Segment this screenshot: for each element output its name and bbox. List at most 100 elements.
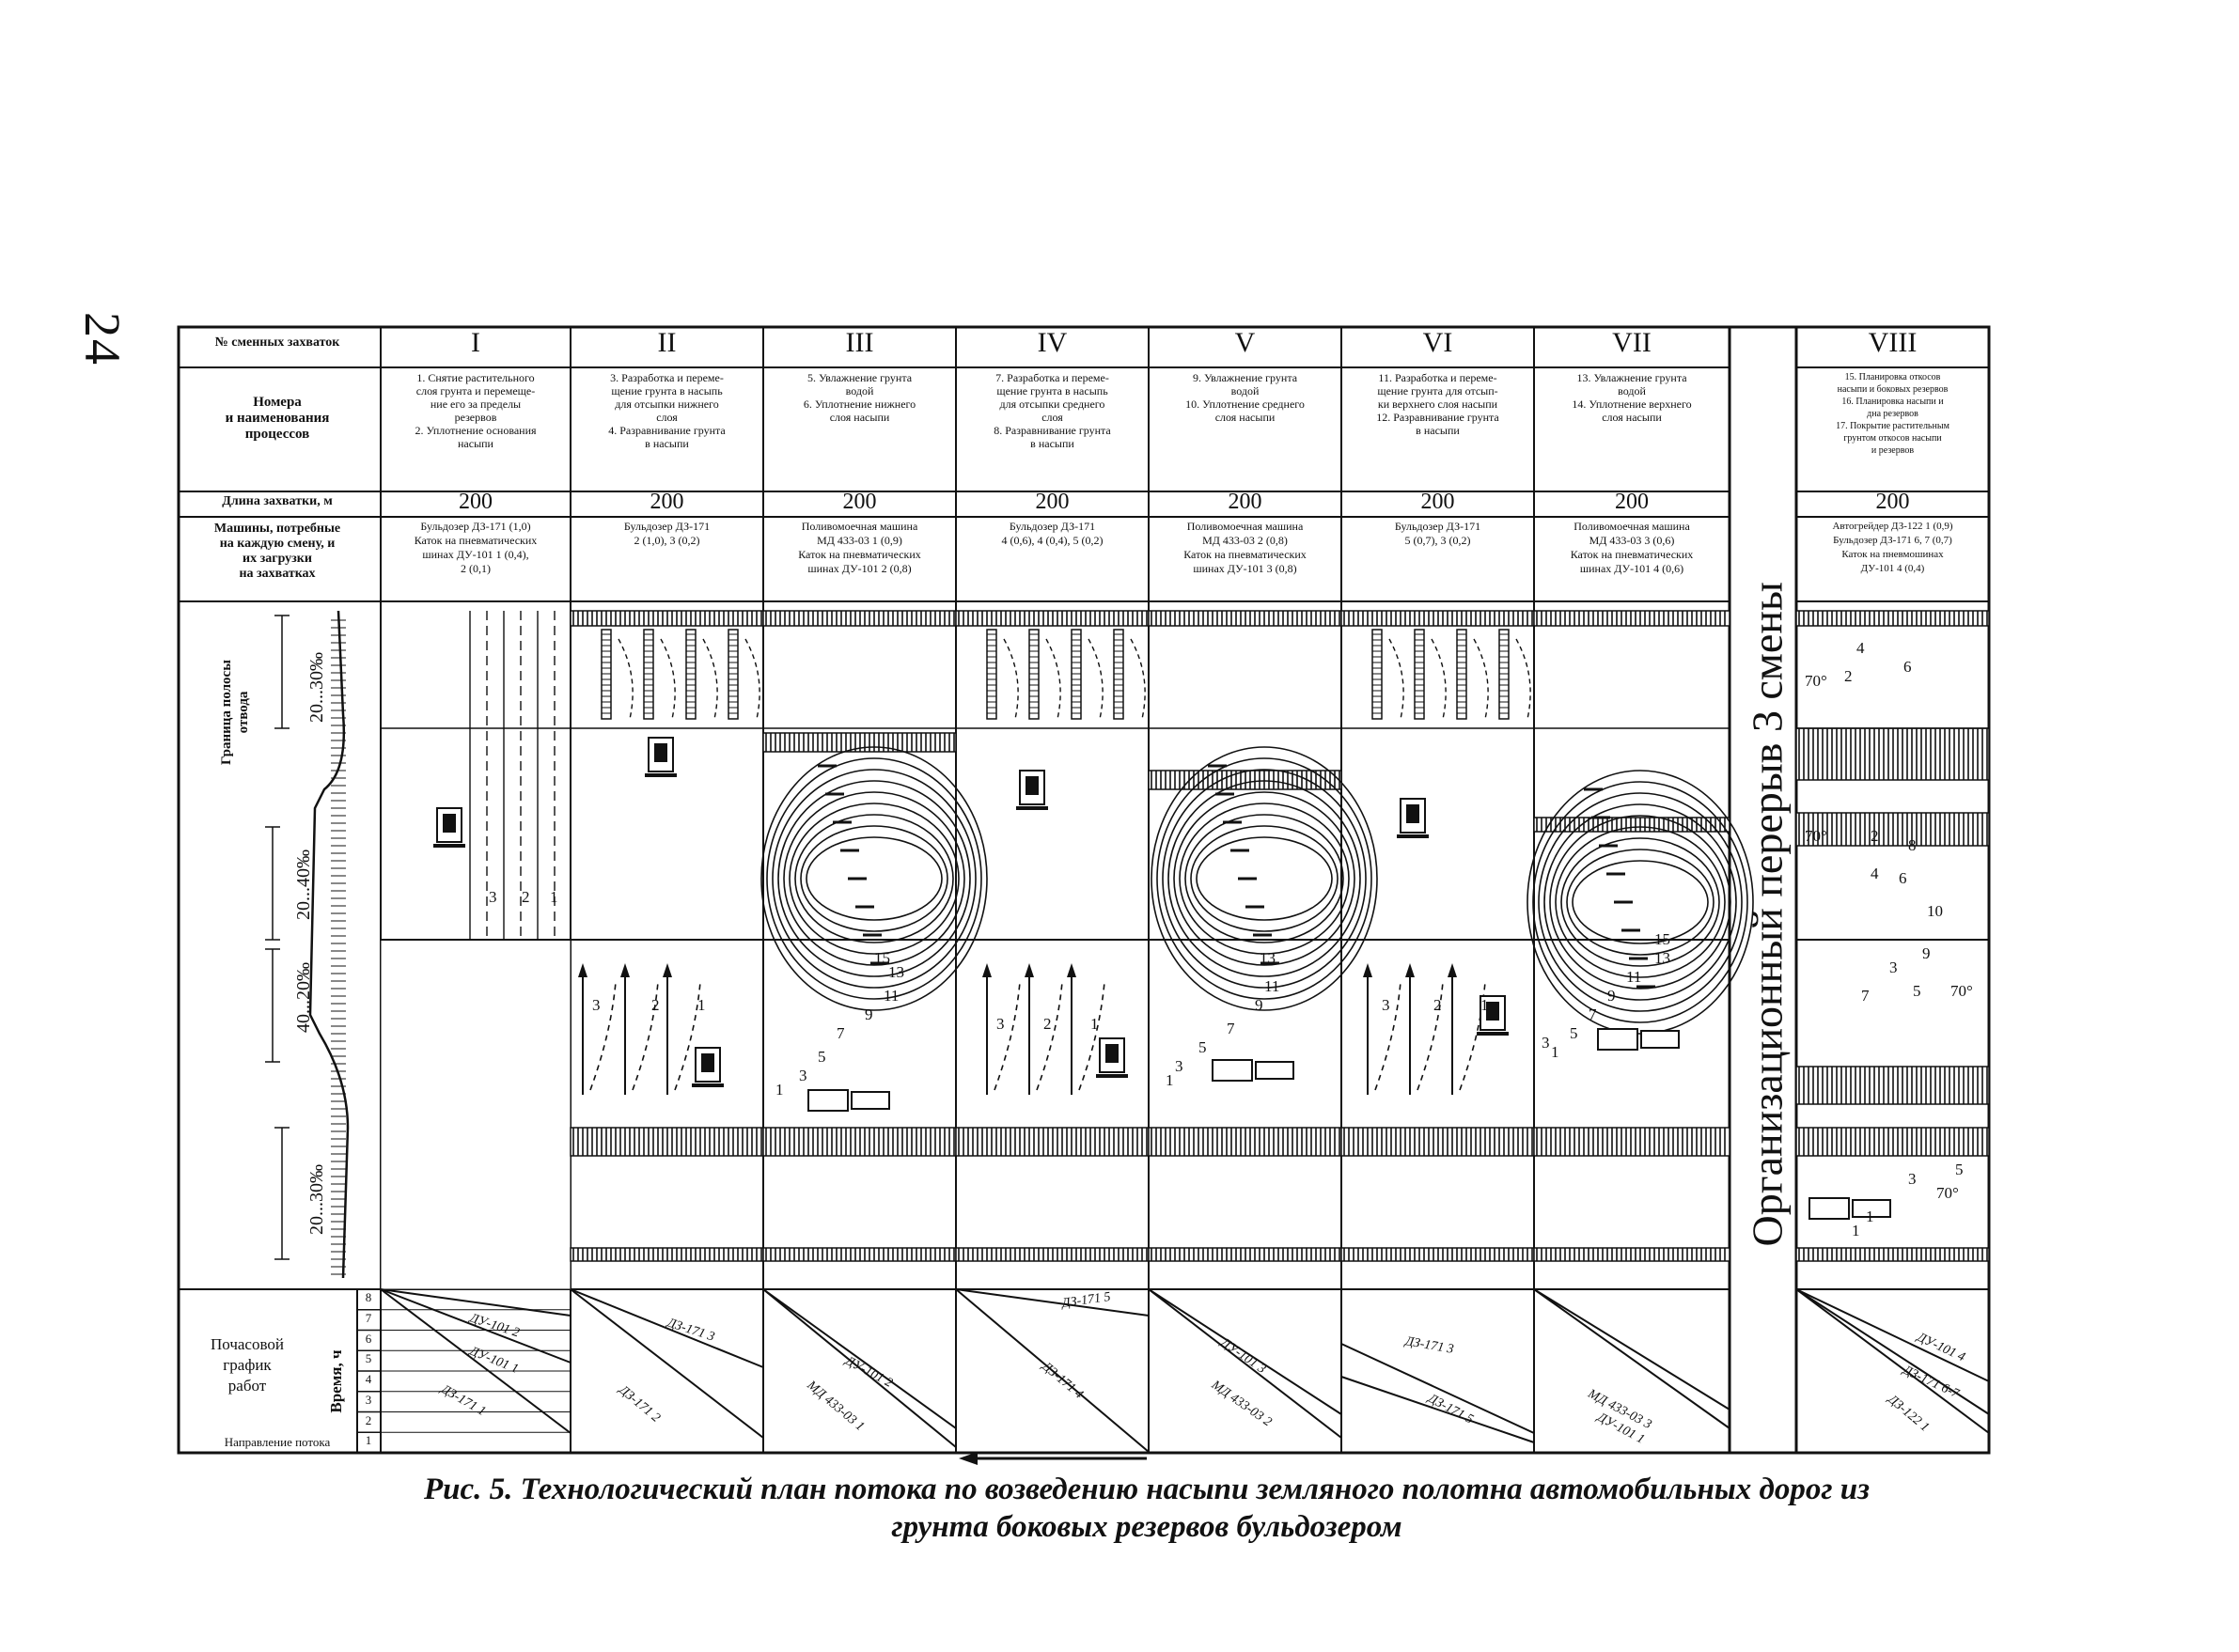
roller-pass-loop-0-3 [777,780,971,977]
schedule-line-2 [380,1288,571,1317]
push-arrowhead-1-0 [982,963,992,977]
bulldozer-symbol-6-cab [1486,1002,1499,1021]
process-number-tag: 3 [489,888,497,906]
caption-line-1: Рис. 5. Технологический план потока по в… [424,1473,1870,1506]
time-axis-label: Время, ч [327,1349,345,1413]
process-number-tag: 2 [1871,827,1879,845]
process-number-tag: 2 [1043,1015,1052,1033]
bottom-reserve-hatch-6 [1533,1127,1730,1157]
watering-truck-symbol-0-roller [851,1091,890,1110]
roller-pass-loop-2-4 [1549,815,1731,990]
flow-arrowhead [959,1452,978,1465]
cut-return-0-1 [660,638,676,720]
return-path-2-2 [1459,981,1486,1091]
roller-pass-loop-1-0 [1151,746,1378,1011]
schedule-line-11 [1340,1343,1535,1434]
roller-pass-loop-0-5 [789,803,960,955]
watering-truck-symbol-0 [807,1089,849,1112]
schedule-line-8 [955,1288,1150,1317]
schedule-line-16 [1795,1288,1990,1415]
schedule-line-10 [1148,1288,1342,1415]
section-number: VI [1422,327,1453,358]
push-arrowhead-0-1 [620,963,630,977]
section-length: 200 [1615,490,1649,514]
schedule-line-0 [380,1288,571,1434]
process-number-tag: 3 [996,1015,1005,1033]
process-number-tag: 1 [1551,1043,1559,1061]
process-number-tag: 15 [1654,930,1670,948]
embankment-hatch-2 [1533,817,1730,833]
cut-return-1-3 [1130,638,1146,720]
process-number-tag: 1 [550,888,558,906]
roller-pass-loop-0-2 [772,769,977,989]
watering-truck-symbol-3 [1808,1197,1850,1220]
section-machines: Бульдозер ДЗ-171 (1,0) Каток на пневмати… [414,520,538,575]
schedule-line-6 [762,1288,957,1429]
process-number-tag: 11 [1264,977,1280,995]
process-number-tag: 9 [1255,996,1263,1014]
section-processes: 11. Разработка и переме- щение грунта дл… [1376,371,1499,437]
watering-truck-symbol-1-roller [1255,1061,1294,1080]
schedule-line-5 [762,1288,957,1448]
return-path-1-0 [994,981,1021,1091]
bulldozer-symbol-0-cab [443,814,456,833]
cut-return-2-3 [1515,638,1531,720]
process-number-tag: 13 [1654,949,1670,967]
schedule-line-15 [1795,1288,1990,1434]
process-number-tag: 3 [1175,1057,1183,1075]
process-number-tag: 13 [1260,949,1276,967]
cut-return-0-3 [744,638,760,720]
section-processes: 13. Увлажнение грунта водой 14. Уплотнен… [1572,371,1692,424]
organizational-break-label: Организационный перерыв 3 смены [1743,582,1792,1247]
section-machines: Бульдозер ДЗ-171 4 (0,6), 4 (0,4), 5 (0,… [1001,520,1104,547]
process-number-tag: 1 [1866,1208,1874,1225]
roller-pass-loop-2-3 [1543,803,1737,1001]
process-number-tag: 2 [651,996,660,1014]
return-path-0-1 [632,981,659,1091]
row-label-length: Длина захватки, м [222,495,333,508]
process-number-tag: 7 [1589,1005,1597,1023]
roller-pass-loop-0-6 [794,814,954,943]
section-processes: 1. Снятие растительного слоя грунта и пе… [415,371,537,450]
hour-tick: 8 [365,1290,372,1304]
section-machines: Бульдозер ДЗ-171 2 (1,0), 3 (0,2) [623,520,711,547]
section-machines: Поливомоечная машина МД 433-03 2 (0,8) К… [1183,520,1307,575]
cut-return-2-2 [1473,638,1489,720]
schedule-line-4 [570,1288,764,1368]
process-number-tag: 70° [1805,827,1827,845]
roller-pass-loop-2-7 [1566,849,1714,956]
figure-caption: Рис. 5. Технологический план потока по в… [132,1471,2162,1546]
roller-pass-loop-1-7 [1190,825,1339,932]
section-machines: Поливомоечная машина МД 433-03 3 (0,6) К… [1570,520,1694,575]
hour-tick: 5 [365,1351,372,1366]
section-number: IV [1037,327,1068,358]
hour-tick: 2 [365,1412,372,1427]
roller-pass-loop-1-6 [1184,814,1344,943]
cross-section-profile [308,610,350,1279]
return-path-0-2 [674,981,701,1091]
section-i-lower-blank [380,939,571,1290]
schedule-line-1 [380,1288,571,1364]
process-number-tag: 1 [1090,1015,1099,1033]
process-number-tag: 9 [1607,987,1616,1005]
schedule-line-12 [1340,1376,1535,1443]
schedule-line-13 [1533,1288,1730,1429]
process-number-tag: 4 [1856,639,1865,657]
section-length: 200 [650,490,684,514]
cut-return-1-1 [1045,638,1061,720]
section-length: 200 [842,490,877,514]
process-number-tag: 10 [1927,902,1943,920]
push-arrowhead-2-1 [1405,963,1415,977]
bulldozer-symbol-4-cab [1105,1044,1119,1063]
schedule-line-17 [1795,1288,1990,1382]
watering-truck-symbol-2-roller [1640,1030,1680,1049]
bulldozer-symbol-1-cab [654,743,667,762]
process-number-tag: 5 [1198,1038,1207,1056]
section-number: VIII [1868,327,1918,358]
process-number-tag: 11 [884,987,900,1005]
process-number-tag: 13 [888,963,904,981]
process-number-tag: 2 [522,888,530,906]
process-number-tag: 7 [1861,987,1870,1005]
roller-pass-loop-2-5 [1555,826,1726,978]
section-length: 200 [459,490,493,514]
